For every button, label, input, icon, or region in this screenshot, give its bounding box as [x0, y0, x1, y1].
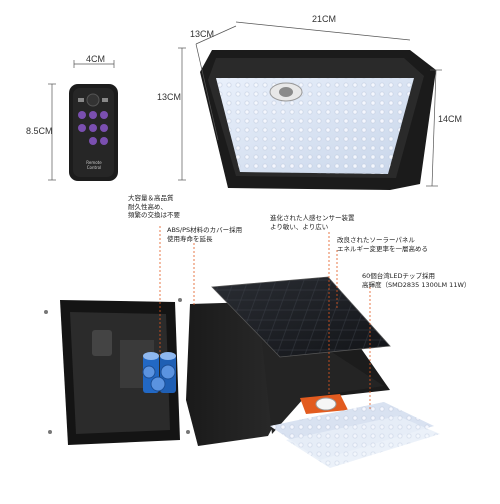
light-dimension-lines: [178, 21, 442, 187]
battery-annotation-line1: 大容量＆高品質: [128, 194, 174, 202]
light-front-height-label: 13CM: [157, 92, 182, 102]
led-annotation-line1: 60個台湾LEDチップ採用: [362, 272, 436, 280]
light-depth-label: 13CM: [190, 29, 215, 39]
led-annotation-line2: 高輝度（SMD2835 1300LM 11W）: [362, 280, 471, 289]
remote-label: Remote Control: [82, 160, 106, 170]
solar-annotation-line1: 改良されたソーラーパネル: [337, 236, 415, 244]
remote-control: [69, 84, 118, 181]
cover-annotation-line2: 使用寿命を延長: [167, 234, 213, 243]
annotation-lines: [159, 226, 371, 410]
remote-label-line1: Remote: [86, 160, 102, 165]
cover-annotation: ABS/PS材料のカバー採用 使用寿命を延長: [167, 226, 242, 243]
solar-panel: [211, 276, 391, 358]
led-panel: [270, 402, 440, 468]
battery-annotation-line3: 頻繁の交換は不要: [128, 211, 180, 219]
remote-height-label: 8.5CM: [26, 126, 53, 136]
solar-annotation-line2: エネルギー変更率を一層高める: [337, 244, 428, 253]
sensor-annotation-line2: より敏い、より広い: [270, 222, 329, 231]
sensor-annotation-line1: 進化された人感センサー装置: [270, 214, 355, 222]
light-height-label: 14CM: [438, 114, 463, 124]
motion-sensor: [300, 394, 348, 414]
batteries: [142, 352, 176, 393]
remote-width-label: 4CM: [86, 54, 106, 64]
solar-annotation: 改良されたソーラーパネル エネルギー変更率を一層高める: [337, 236, 428, 253]
remote-label-line2: Control: [86, 165, 102, 170]
solar-light-front: [200, 50, 436, 190]
light-width-label: 21CM: [312, 14, 337, 24]
battery-annotation-line2: 耐久性高め、: [128, 202, 167, 211]
led-annotation: 60個台湾LEDチップ採用 高輝度（SMD2835 1300LM 11W）: [362, 272, 470, 289]
cover-annotation-line1: ABS/PS材料のカバー採用: [167, 226, 243, 234]
remote-dimension-lines: [48, 60, 115, 181]
battery-annotation: 大容量＆高品質 耐久性高め、 頻繁の交換は不要: [128, 194, 180, 220]
exploded-view: [44, 276, 440, 468]
sensor-annotation: 進化された人感センサー装置 より敏い、より広い: [270, 214, 355, 231]
